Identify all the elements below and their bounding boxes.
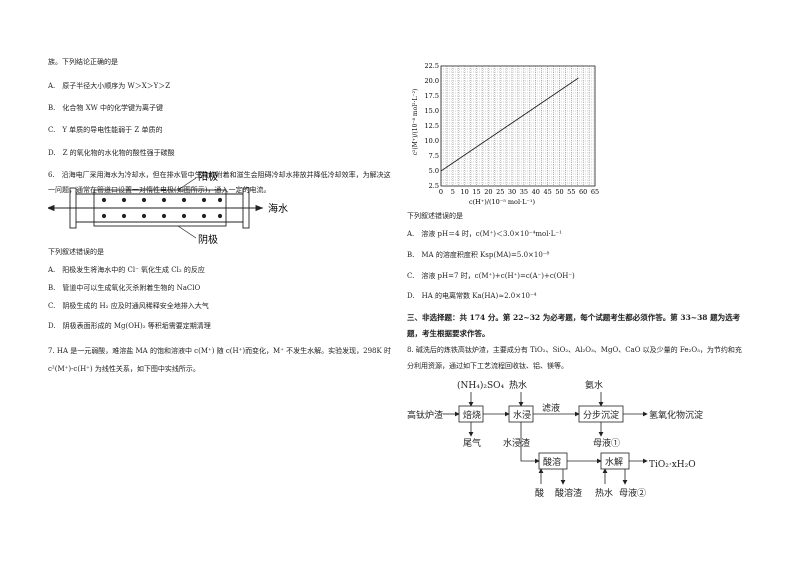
x-tick-label: 10	[461, 188, 469, 196]
series-line	[440, 77, 579, 172]
q5-option-c: C. Y 单质的导电性能弱于 Z 单质的	[48, 126, 163, 134]
q7-stem-line2: c²(M⁺)-c(H⁺) 为线性关系，如下图中实线所示。	[48, 365, 200, 373]
y-tick-label: 10.0	[425, 137, 439, 145]
step-water-leach: 水浸	[513, 409, 531, 421]
q5-option-d: D. Z 的氧化物的水化物的酸性强于碳酸	[48, 149, 175, 157]
q6-option-d: D. 阴极表面形成的 Mg(OH)₂ 等积垢需要定期清理	[48, 322, 211, 330]
q5-option-a: A. 原子半径大小顺序为 W＞X＞Y＞Z	[48, 82, 171, 90]
x-tick-label: 30	[508, 188, 516, 196]
q5-continuation: 族。下列结论正确的是	[48, 58, 118, 66]
q7-stem-line1: 7. HA 是一元弱酸，难溶盐 MA 的饱和溶液中 c(M⁺) 随 c(H⁺)而…	[48, 347, 391, 355]
x-tick-label: 20	[484, 188, 492, 196]
x-tick-label: 60	[579, 188, 587, 196]
y-tick-label: 22.5	[425, 62, 439, 70]
step-roast: 焙烧	[463, 409, 481, 421]
flow-arrow-icon	[255, 204, 264, 212]
x-tick-label: 5	[451, 188, 455, 196]
waste-tail-gas: 尾气	[463, 437, 481, 449]
product-tio2-hydrate: TiO₂·xH₂O	[649, 460, 696, 470]
q6-prompt: 下列叙述错误的是	[48, 248, 104, 256]
section3-heading-line1: 三、非选择题：共 174 分。第 22~32 为必考题，每个试题考生都必须作答。…	[407, 313, 741, 322]
q6-option-b: B. 管道中可以生成氧化灭杀附着生物的 NaClO	[48, 284, 201, 292]
x-tick-label: 35	[520, 188, 528, 196]
reagent-ammonium-sulfate: (NH₄)₂SO₄	[457, 380, 505, 391]
reagent-ammonia: 氨水	[585, 379, 603, 391]
bottom-acid-residue: 酸溶渣	[555, 487, 582, 499]
x-tick-label: 15	[472, 188, 480, 196]
q6-option-a: A. 阳极发生将海水中的 Cl⁻ 氧化生成 Cl₂ 的反应	[48, 266, 205, 274]
q7-option-a: A. 溶液 pH＝4 时，c(M⁺)＜3.0×10⁻⁴mol·L⁻¹	[407, 230, 562, 238]
x-tick-label: 55	[567, 188, 575, 196]
anode-leader	[177, 177, 197, 191]
q7-prompt: 下列叙述错误的是	[407, 212, 463, 220]
anode-label: 阳极	[198, 170, 218, 183]
y-tick-label: 12.5	[425, 122, 439, 130]
step-acid-dissolve: 酸溶	[543, 456, 561, 468]
y-axis-label: c²(M⁺)/(10⁻⁸ mol²·L⁻²)	[412, 89, 419, 156]
bottom-hot-water: 热水	[595, 487, 613, 499]
cathode-dots	[101, 213, 223, 219]
x-axis-label: c(H⁺)/(10⁻⁵ mol·L⁻¹)	[469, 198, 535, 206]
q6-option-c: C. 阴极生成的 H₂ 应及时通风稀释安全地排入大气	[48, 302, 209, 310]
x-tick-label: 65	[591, 188, 599, 196]
chart-axes	[440, 65, 596, 187]
chart-grid	[440, 65, 596, 187]
x-tick-label: 40	[532, 188, 540, 196]
pipe	[48, 187, 264, 229]
q8-stem-line2: 分利用资源，通过如下工艺流程回收钛、铝、镁等。	[407, 362, 568, 370]
mother-liquor-2: 母液②	[619, 487, 646, 499]
y-tick-label: 20.0	[425, 77, 439, 85]
mother-liquor-1: 母液①	[593, 437, 620, 449]
cathode-leader	[177, 225, 197, 239]
y-tick-label: 15.0	[425, 107, 439, 115]
x-tick-label: 50	[555, 188, 563, 196]
process-flowchart: (NH₄)₂SO₄ 热水 氨水 高钛炉渣 焙烧 水浸 滤液 分步沉淀 氢氧化物沉…	[407, 379, 703, 499]
reagent-hot-water: 热水	[509, 379, 527, 391]
q8-stem-line1: 8. 碱洗后的炼铁高钛炉渣，主要成分有 TiO₂、SiO₂、Al₂O₃、MgO、…	[407, 346, 742, 354]
y-tick-label: 5.0	[429, 167, 439, 175]
flow-arrow-icon	[48, 204, 55, 212]
plot-frame	[440, 65, 596, 187]
pipe-electrode-figure: 阳极 阴极 海水	[48, 170, 288, 246]
x-tick-label: 45	[543, 188, 551, 196]
y-tick-label: 7.5	[429, 152, 439, 160]
anode-dots	[101, 197, 223, 203]
q7-option-b: B. MA 的溶度积度积 Ksp(MA)=5.0×10⁻⁸	[407, 251, 550, 259]
section3-heading-line2: 题，考生根据要求作答。	[407, 329, 490, 338]
waste-leach-residue: 水浸渣	[503, 437, 530, 449]
input-high-ti-slag: 高钛炉渣	[407, 409, 443, 421]
x-tick-label: 25	[496, 188, 504, 196]
y-tick-label: 2.5	[429, 182, 439, 190]
step-hydrolysis: 水解	[605, 456, 623, 468]
q7-option-d: D. HA 的电离常数 Ka(HA)≈2.0×10⁻⁴	[407, 292, 537, 300]
chart-series	[440, 77, 579, 172]
step-stepwise-precipitation: 分步沉淀	[583, 409, 619, 421]
seawater-label: 海水	[268, 202, 288, 215]
q7-option-c: C. 溶液 pH=7 时，c(M⁺)+c(H⁺)=c(A⁻)+c(OH⁻)	[407, 272, 575, 280]
bottom-acid: 酸	[535, 488, 544, 499]
output-hydroxide-precipitate: 氢氧化物沉淀	[649, 409, 703, 421]
x-tick-label: 0	[439, 188, 443, 196]
filtrate-label: 滤液	[542, 402, 560, 414]
y-tick-label: 17.5	[425, 92, 439, 100]
q5-option-b: B. 化合物 XW 中的化学键为离子键	[48, 104, 163, 112]
q6-stem-line1: 6. 沿海电厂采用海水为冷却水，但在排水管中生物的附着和滋生会阻碍冷却水排放并降…	[48, 171, 391, 179]
cathode-label: 阴极	[198, 233, 218, 246]
